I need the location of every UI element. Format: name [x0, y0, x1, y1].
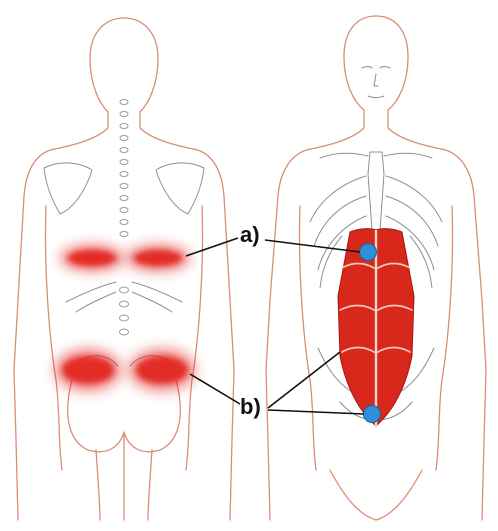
upper-back-pain-zone	[60, 244, 190, 272]
callout-label-b: b)	[240, 394, 261, 419]
back-view-figure	[14, 18, 234, 520]
back-buttocks	[68, 380, 181, 520]
left-scapula	[44, 163, 92, 214]
sternum	[368, 152, 384, 230]
trigger-point-upper	[360, 244, 377, 261]
spine	[120, 100, 129, 336]
rectus-abdominis-muscle	[338, 229, 414, 426]
trigger-point-lower	[364, 406, 381, 423]
front-view-figure	[266, 16, 486, 520]
lower-back-pain-zone	[54, 348, 196, 392]
back-torso-inner	[45, 206, 202, 470]
callout-label-a: a)	[240, 222, 260, 247]
callout-b-leaders	[190, 352, 364, 414]
right-scapula	[156, 163, 204, 214]
face	[362, 67, 390, 98]
